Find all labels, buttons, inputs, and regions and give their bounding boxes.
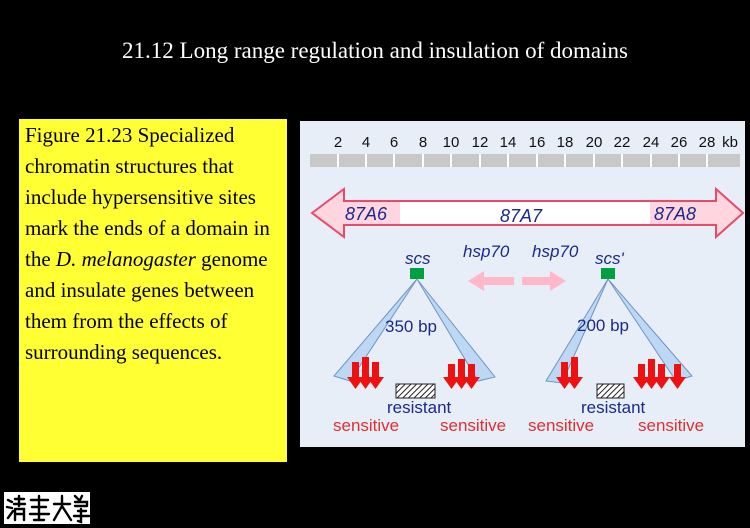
tsinghua-university-logo-icon [4, 492, 90, 524]
cut-arrow-icon [556, 362, 573, 389]
resistant-left-label: resistant [387, 398, 452, 417]
cut-arrow-icon [653, 364, 670, 389]
sensitive-label-2: sensitive [440, 416, 506, 435]
scs-left-label: scs [405, 249, 431, 268]
scale-tick: 6 [390, 134, 398, 151]
caption-text-2: genome and insulate genes between them f… [25, 247, 268, 364]
cut-arrow-icon [633, 364, 650, 389]
scale-tick: 28 [699, 134, 716, 151]
scale-tick: 2 [334, 134, 342, 151]
distance-right-label: 200 bp [577, 316, 629, 335]
scale-tick: 8 [419, 134, 427, 151]
chromatin-domain-figure: 2 4 6 8 10 12 14 16 18 20 22 24 26 28 kb… [300, 121, 745, 447]
scale-ruler: 2 4 6 8 10 12 14 16 18 20 22 24 26 28 kb [334, 134, 738, 151]
scale-tick: 4 [362, 134, 370, 151]
left-fan [333, 278, 496, 382]
figure-caption: Figure 21.23 Specialized chromatin struc… [19, 119, 287, 462]
caption-species: D. melanogaster [55, 247, 196, 271]
scale-tick: 18 [557, 134, 574, 151]
cut-arrows [347, 357, 686, 389]
resistant-left-box [395, 383, 436, 399]
caption-text-1: Figure 21.23 Specialized chromatin struc… [25, 123, 270, 271]
scs-right-label: scs' [595, 249, 625, 268]
hsp70-right-arrow [522, 271, 566, 291]
hsp70-left-label: hsp70 [463, 242, 510, 261]
scale-tick: 10 [443, 134, 460, 151]
cut-arrow-icon [566, 357, 583, 389]
scs-right-box [601, 268, 615, 279]
right-fan [545, 278, 693, 384]
sensitive-label-3: sensitive [528, 416, 594, 435]
sensitive-label-1: sensitive [333, 416, 399, 435]
scale-tick: 14 [500, 134, 517, 151]
ruler-bar [310, 154, 740, 167]
resistant-right-box [596, 383, 625, 399]
cut-arrow-icon [463, 364, 480, 389]
band-87A8-label: 87A8 [654, 204, 696, 224]
cut-arrow-icon [453, 359, 470, 389]
scale-tick: 24 [643, 134, 660, 151]
scale-tick: 22 [614, 134, 631, 151]
cut-arrow-icon [443, 364, 460, 389]
cut-arrow-icon [643, 359, 660, 389]
scs-left-box [410, 268, 424, 279]
distance-left-label: 350 bp [385, 317, 437, 336]
scale-tick: 16 [529, 134, 546, 151]
cut-arrow-icon [367, 362, 384, 389]
scale-tick: 12 [472, 134, 489, 151]
scale-unit: kb [722, 134, 738, 151]
cut-arrow-icon [357, 357, 374, 389]
scale-tick: 26 [671, 134, 688, 151]
band-87A6-label: 87A6 [345, 204, 388, 224]
hsp70-left-arrow [468, 271, 514, 291]
band-87A7-label: 87A7 [500, 206, 543, 226]
scale-tick: 20 [586, 134, 603, 151]
cut-arrow-icon [347, 362, 364, 389]
band-87A7-region [400, 202, 650, 224]
hsp70-right-label: hsp70 [532, 242, 579, 261]
slide-title: 21.12 Long range regulation and insulati… [122, 38, 628, 63]
sensitive-label-4: sensitive [638, 416, 704, 435]
cut-arrow-icon [669, 364, 686, 389]
resistant-right-label: resistant [581, 398, 646, 417]
